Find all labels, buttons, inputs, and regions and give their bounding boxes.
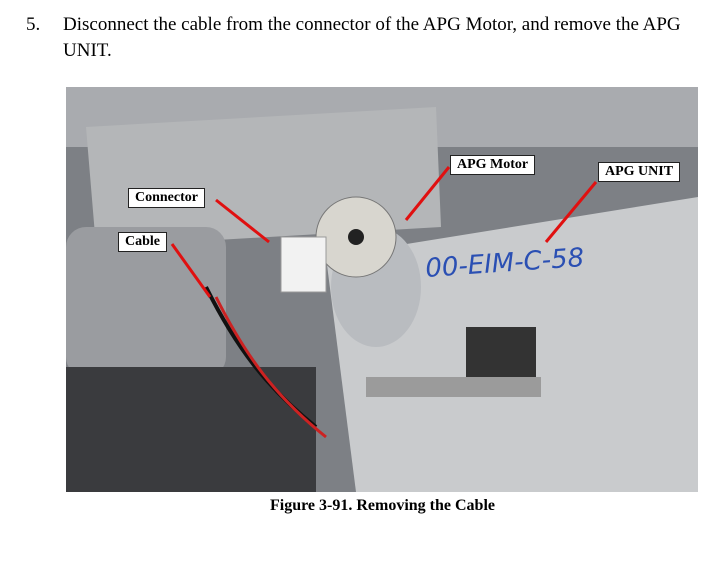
label-connector: Connector [128,188,205,208]
step-text-line1: Disconnect the cable from the connector … [63,14,681,35]
apg-motor-arrow [404,166,451,221]
step-number: 5. [26,14,41,35]
label-apg-unit: APG UNIT [598,162,681,182]
callout-arrows [170,166,598,298]
apg-unit-arrow [544,181,598,243]
photo-illustration: 00-EIM-C-58 [66,87,698,492]
connector-arrow [215,198,270,244]
figure-caption: Figure 3-91. Removing the Cable [269,497,495,514]
comb-part [466,327,536,377]
step-text-line2: UNIT. [63,40,112,61]
cable-arrow [170,243,212,298]
connector-part [280,236,327,293]
label-cable: Cable [118,232,167,252]
figure-photo: 00-EIM-C-58 APG Motor APG UNIT Connector… [66,87,698,492]
label-apg-motor: APG Motor [450,155,536,175]
